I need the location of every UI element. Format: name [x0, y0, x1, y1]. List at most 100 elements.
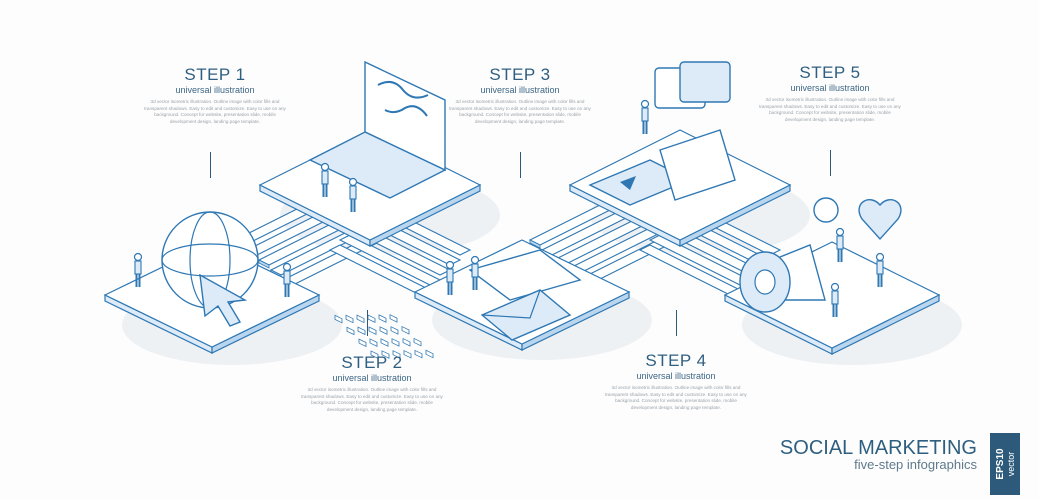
- key: [381, 350, 390, 359]
- person-figure: [320, 162, 330, 197]
- key: [414, 349, 423, 359]
- step-title: STEP 2: [341, 353, 403, 372]
- key: [390, 326, 399, 335]
- person-figure: [830, 282, 840, 317]
- globe-equator: [161, 243, 259, 277]
- world-map: [377, 80, 429, 117]
- key: [392, 350, 401, 359]
- step-subtitle: universal illustration: [636, 371, 716, 381]
- key: [358, 338, 367, 348]
- step-subtitle: universal illustration: [332, 373, 412, 383]
- play-icon: [620, 176, 636, 190]
- key: [401, 325, 410, 335]
- key: [370, 350, 379, 359]
- eps-badge: EPS10 vector: [990, 433, 1020, 495]
- person-body: [831, 290, 839, 305]
- step-title: STEP 1: [184, 65, 246, 84]
- key: [380, 338, 389, 347]
- step-5-connector: [830, 150, 831, 176]
- key: [369, 338, 378, 347]
- step-title: STEP 4: [645, 351, 707, 370]
- key: [379, 326, 388, 335]
- step-1: STEP 1 universal illustration 3d vector …: [140, 66, 290, 125]
- step-5: STEP 5 universal illustration 3d vector …: [755, 64, 905, 123]
- key: [402, 337, 411, 347]
- step-description: 3d vector isometric illustration. Outlin…: [449, 99, 591, 124]
- key: [368, 326, 377, 335]
- stair-slat-side: [529, 239, 541, 249]
- key: [425, 349, 434, 359]
- person-body: [321, 170, 329, 185]
- laptop-keyboard: [308, 131, 447, 199]
- person-head: [133, 252, 143, 262]
- laptop-map-icon: [308, 60, 447, 359]
- badge-format: EPS10: [995, 448, 1006, 480]
- step-description: 3d vector isometric illustration. Outlin…: [301, 387, 443, 412]
- key: [403, 349, 412, 359]
- smiley-icon: [813, 197, 839, 223]
- envelope-email-icon: [468, 249, 582, 341]
- person-body: [446, 268, 454, 283]
- brand-subtitle: five-step infographics: [854, 457, 977, 472]
- stair-slat-side: [258, 259, 270, 269]
- person-head: [640, 99, 650, 109]
- person-body: [641, 107, 649, 122]
- person-head: [282, 262, 292, 272]
- step-description: 3d vector isometric illustration. Outlin…: [759, 97, 901, 122]
- person-head: [320, 162, 330, 172]
- video-phone-chat-icon: [588, 61, 736, 206]
- person-head: [875, 252, 885, 262]
- megaphone-inner: [754, 269, 776, 295]
- person-figure: [470, 255, 480, 290]
- step-description: 3d vector isometric illustration. Outlin…: [144, 99, 286, 124]
- step-4: STEP 4 universal illustration 3d vector …: [601, 352, 751, 411]
- key: [356, 314, 365, 324]
- badge-kind: vector: [1006, 451, 1016, 477]
- chat-bubble: [679, 61, 731, 103]
- step-3-connector: [520, 152, 521, 178]
- brand-title: SOCIAL MARKETING: [779, 437, 977, 459]
- key: [391, 338, 400, 347]
- key: [378, 314, 387, 323]
- heart-icon: [858, 199, 902, 241]
- key: [334, 314, 343, 324]
- key: [413, 337, 422, 347]
- person-head: [830, 282, 840, 292]
- key: [346, 326, 355, 336]
- person-figure: [282, 262, 292, 297]
- person-body: [836, 235, 844, 250]
- phone: [659, 129, 736, 201]
- step-title: STEP 5: [799, 63, 861, 82]
- step-description: 3d vector isometric illustration. Outlin…: [605, 385, 747, 410]
- step-title: STEP 3: [489, 65, 551, 84]
- envelope-flap: [481, 289, 541, 319]
- person-figure: [875, 252, 885, 287]
- person-head: [348, 177, 358, 187]
- step-subtitle: universal illustration: [480, 85, 560, 95]
- person-head: [470, 255, 480, 265]
- key: [367, 314, 376, 323]
- step-2-connector: [367, 310, 368, 336]
- key: [357, 326, 366, 336]
- step-3: STEP 3 universal illustration 3d vector …: [445, 66, 595, 125]
- cursor-arrow: [199, 273, 248, 327]
- step-subtitle: universal illustration: [175, 85, 255, 95]
- key: [345, 314, 354, 324]
- person-head: [445, 260, 455, 270]
- person-figure: [835, 227, 845, 262]
- envelope: [480, 289, 572, 341]
- megaphone-like-icon: [739, 197, 902, 313]
- key: [389, 314, 398, 323]
- step-2: STEP 2 universal illustration 3d vector …: [297, 354, 447, 413]
- person-figure: [445, 260, 455, 295]
- step-1-connector: [210, 152, 211, 178]
- globe-cursor-icon: [161, 211, 259, 327]
- person-figure: [348, 177, 358, 212]
- person-body: [283, 270, 291, 285]
- person-body: [134, 260, 142, 275]
- step-4-connector: [676, 310, 677, 336]
- person-head: [835, 227, 845, 237]
- person-figure: [133, 252, 143, 287]
- person-body: [349, 185, 357, 200]
